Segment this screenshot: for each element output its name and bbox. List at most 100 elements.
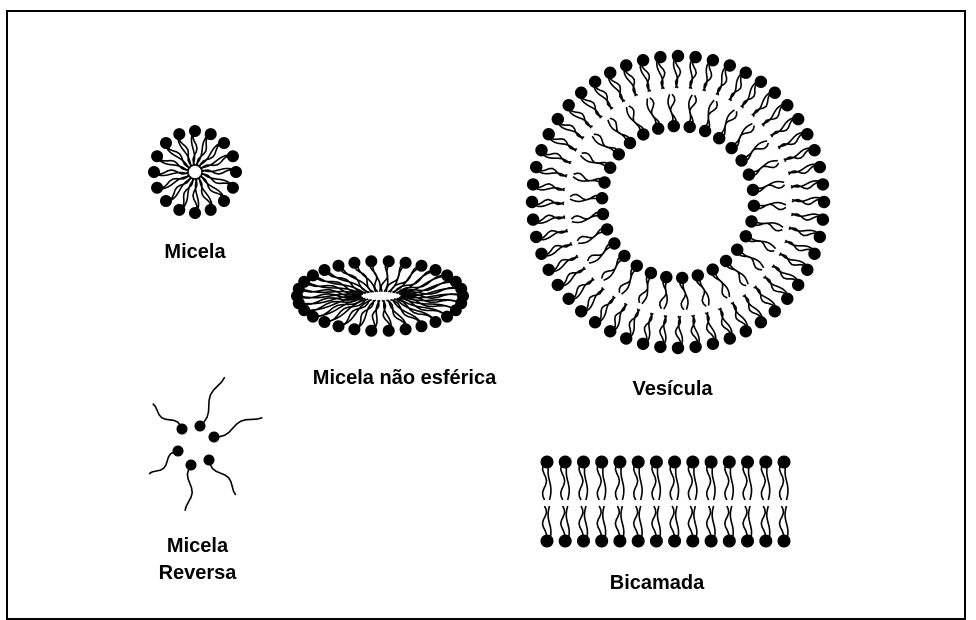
- lipid-head: [527, 178, 539, 190]
- lipid-head: [778, 535, 791, 548]
- lipid-head: [535, 144, 547, 156]
- lipid-head: [333, 320, 345, 332]
- micela-diagram: [148, 125, 242, 219]
- lipid-head: [186, 460, 197, 471]
- lipid-head: [541, 535, 554, 548]
- lipid-head: [151, 150, 163, 162]
- lipid-head: [563, 99, 575, 111]
- lipid-head: [654, 51, 666, 63]
- lipid-head: [595, 535, 608, 548]
- lipid-head: [552, 279, 564, 291]
- lipid-head: [620, 59, 632, 71]
- lipid-head: [723, 456, 736, 469]
- lipid-head: [705, 535, 718, 548]
- lipid-head: [769, 87, 781, 99]
- lipid-head: [755, 316, 767, 328]
- lipid-head: [740, 67, 752, 79]
- lipid-head: [530, 161, 542, 173]
- label-vesicula: Vesícula: [610, 377, 735, 401]
- lipid-head: [563, 293, 575, 305]
- lipid-head: [595, 456, 608, 469]
- lipid-head: [792, 113, 804, 125]
- lipid-head: [645, 267, 657, 279]
- lipid-head: [686, 456, 699, 469]
- lipid-head: [801, 128, 813, 140]
- label-bicamada: Bicamada: [592, 571, 722, 595]
- lipid-head: [792, 279, 804, 291]
- lipid-head: [227, 150, 239, 162]
- lipid-head: [814, 231, 826, 243]
- lipid-head: [637, 54, 649, 66]
- lipid-head: [631, 260, 643, 272]
- lipid-head: [400, 257, 412, 269]
- lipid-head: [173, 128, 185, 140]
- lipid-head: [173, 446, 184, 457]
- figure-canvas: Micela Micela não esférica Vesícula Mice…: [0, 0, 976, 607]
- lipid-head: [205, 204, 217, 216]
- lipid-head: [543, 264, 555, 276]
- lipid-head: [333, 260, 345, 272]
- lipid-head: [725, 142, 737, 154]
- lipid-head: [692, 269, 704, 281]
- lipid-head: [686, 535, 699, 548]
- lipid-head: [541, 456, 554, 469]
- lipid-head: [218, 195, 230, 207]
- lipid-head: [455, 283, 467, 295]
- lipid-head: [741, 535, 754, 548]
- lipid-head: [230, 166, 242, 178]
- lipid-head: [552, 113, 564, 125]
- lipid-head: [650, 535, 663, 548]
- lipid-head: [731, 244, 743, 256]
- lipid-head: [689, 51, 701, 63]
- lipid-head: [672, 342, 684, 354]
- lipid-head: [227, 182, 239, 194]
- lipid-head: [759, 456, 772, 469]
- lipid-head: [151, 182, 163, 194]
- lipid-tail: [153, 404, 182, 429]
- lipid-head: [160, 137, 172, 149]
- lipid-head: [575, 87, 587, 99]
- lipid-head: [319, 316, 331, 328]
- lipid-head: [632, 535, 645, 548]
- lipid-head: [668, 120, 680, 132]
- lipid-head: [668, 535, 681, 548]
- lipid-head: [684, 121, 696, 133]
- lipid-tail: [200, 377, 225, 426]
- lipid-head: [637, 128, 649, 140]
- lipid-head: [613, 148, 625, 160]
- lipid-head: [707, 263, 719, 275]
- lipid-head: [676, 272, 688, 284]
- lipid-head: [741, 456, 754, 469]
- lipid-head: [624, 137, 636, 149]
- lipid-head: [589, 76, 601, 88]
- label-micela-reversa-line2: Reversa: [140, 561, 255, 585]
- lipid-head: [601, 223, 613, 235]
- lipid-head: [748, 200, 760, 212]
- lipid-head: [205, 128, 217, 140]
- lipid-head: [307, 269, 319, 281]
- lipid-head: [441, 311, 453, 323]
- lipid-head: [781, 99, 793, 111]
- lipid-head: [416, 260, 428, 272]
- lipid-head: [689, 341, 701, 353]
- lipid-head: [589, 316, 601, 328]
- lipid-head: [620, 332, 632, 344]
- lipid-head: [559, 456, 572, 469]
- micela-reversa-diagram: [149, 377, 262, 511]
- lipid-head: [735, 154, 747, 166]
- lipid-head: [400, 323, 412, 335]
- lipid-head: [577, 535, 590, 548]
- lipid-head: [596, 192, 608, 204]
- lipid-head: [613, 535, 626, 548]
- lipid-head: [527, 213, 539, 225]
- lipid-head: [723, 535, 736, 548]
- label-micela-reversa-line1: Micela: [140, 534, 255, 558]
- lipid-head: [613, 456, 626, 469]
- lipid-head: [575, 305, 587, 317]
- lipid-head: [817, 178, 829, 190]
- lipid-head: [817, 213, 829, 225]
- vesicula-diagram: [526, 50, 830, 354]
- lipid-head: [713, 132, 725, 144]
- lipid-head: [189, 125, 201, 137]
- lipid-head: [747, 184, 759, 196]
